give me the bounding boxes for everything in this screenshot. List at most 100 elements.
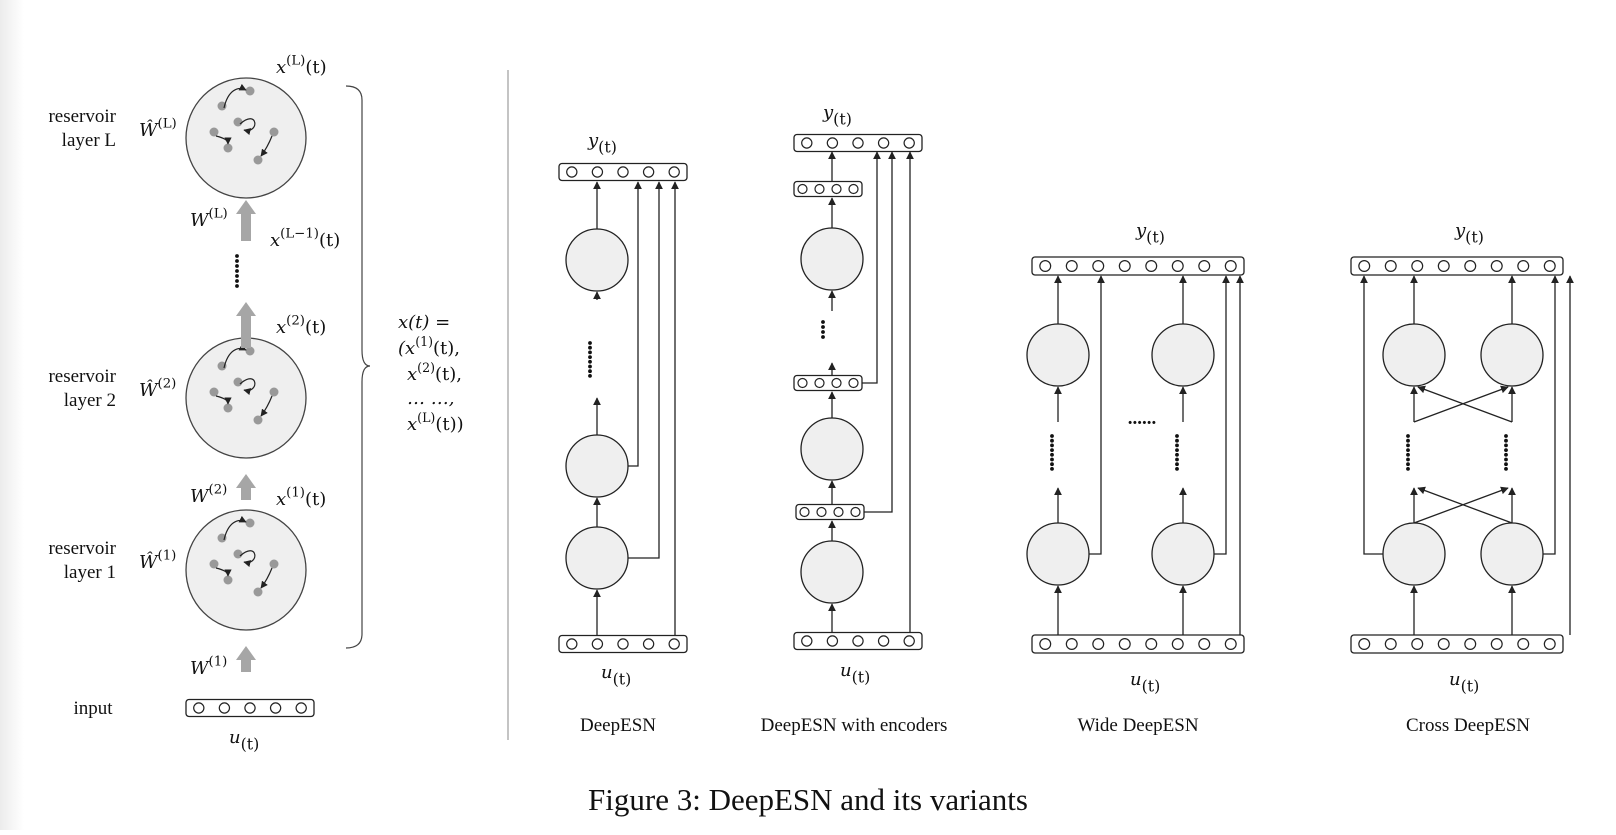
ellipsis-dot xyxy=(588,341,592,345)
neuron-dot xyxy=(253,415,263,425)
vector-box xyxy=(793,180,863,198)
ellipsis-dot xyxy=(1175,434,1179,438)
recurrent-weight-label: Ŵ(2) xyxy=(139,376,176,401)
skip-connection xyxy=(1360,275,1383,555)
neuron-dot xyxy=(223,575,233,585)
ellipsis-dot xyxy=(1406,457,1410,462)
recurrent-weight-label: Ŵ(L) xyxy=(139,116,177,141)
neuron-dot xyxy=(209,127,219,137)
ellipsis-dot xyxy=(1406,462,1410,467)
thick-arrow-shaft xyxy=(241,658,251,672)
vector-unit xyxy=(1411,637,1424,650)
cross-connection-arrow xyxy=(1417,486,1513,524)
neuron-dot xyxy=(217,361,227,371)
row-label: layer 1 xyxy=(64,562,116,583)
layer1-to-layer2-arrow xyxy=(236,474,256,500)
vector-unit xyxy=(1039,637,1052,650)
vector-unit xyxy=(826,137,839,149)
vector-unit xyxy=(1517,637,1530,650)
vector-unit xyxy=(1039,260,1052,273)
vector-unit xyxy=(848,183,859,195)
ellipsis-dot xyxy=(1504,452,1508,457)
ellipsis-dot xyxy=(821,320,825,324)
vector-unit xyxy=(826,635,839,647)
ellipsis-dot xyxy=(1406,443,1410,448)
vector-unit xyxy=(797,377,808,389)
ellipsis-dot xyxy=(1050,467,1054,471)
self-loop-arrow xyxy=(239,118,256,136)
output-symbol: y(t) xyxy=(1135,220,1165,247)
thick-arrow-head xyxy=(236,302,256,316)
thick-arrow-head xyxy=(236,200,256,214)
layer2-to-dots-arrow xyxy=(236,302,256,348)
vector-unit xyxy=(295,702,307,714)
ellipsis-dot xyxy=(1050,462,1054,467)
ellipsis-dot xyxy=(1504,457,1508,462)
vector-unit xyxy=(1490,260,1503,273)
vector-unit xyxy=(903,635,915,647)
skip-connection xyxy=(628,181,642,467)
layer-ellipsis xyxy=(1050,434,1054,471)
connection-arrow xyxy=(260,395,273,417)
reservoir-node xyxy=(1026,323,1090,387)
ellipsis-dot xyxy=(588,350,592,355)
vector-unit xyxy=(1384,260,1397,273)
ellipsis-dot xyxy=(1050,438,1054,443)
layer-ellipsis xyxy=(821,320,825,339)
reservoir-node xyxy=(1382,323,1446,387)
vector-unit xyxy=(1437,260,1450,273)
skip-connection xyxy=(628,181,663,559)
layer-ellipsis xyxy=(588,341,592,378)
page-shade xyxy=(0,0,24,830)
input-symbol: u(t) xyxy=(840,660,870,687)
state-label: x(1)(t) xyxy=(276,485,326,510)
vector-unit xyxy=(1411,260,1424,273)
vector-unit xyxy=(1171,260,1184,273)
input-weight-label: W(1) xyxy=(190,654,227,679)
vector-box xyxy=(1031,256,1245,276)
vector-unit xyxy=(814,377,825,389)
input-weight-label: W(2) xyxy=(190,482,227,507)
neuron-dot xyxy=(253,155,263,165)
thick-arrow-head xyxy=(236,474,256,488)
vector-unit xyxy=(1065,260,1078,273)
concat-line-1: x(t) = xyxy=(398,312,450,333)
ellipsis-dot xyxy=(588,364,592,369)
prev-state-label: x(L−1)(t) xyxy=(270,226,340,251)
vector-unit xyxy=(850,506,861,518)
vector-unit xyxy=(566,638,578,650)
neuron-dot xyxy=(209,559,219,569)
variant-title: Cross DeepESN xyxy=(1406,715,1530,736)
thick-arrow-shaft xyxy=(241,486,251,500)
input-symbol: u(t) xyxy=(1449,669,1479,696)
variant-title: Wide DeepESN xyxy=(1077,715,1198,736)
ellipsis-dot xyxy=(235,279,239,283)
ellipsis-dot xyxy=(235,274,239,278)
input-vector xyxy=(558,634,688,654)
neuron-dot xyxy=(269,127,279,137)
vector-unit xyxy=(814,183,825,195)
input-vector xyxy=(1350,634,1564,654)
vector-unit xyxy=(1384,637,1397,650)
vector-unit xyxy=(642,166,655,178)
ellipsis-dot xyxy=(588,359,592,364)
input-symbol: u(t) xyxy=(229,727,259,754)
vector-unit xyxy=(877,635,890,647)
reservoir-node xyxy=(565,434,629,498)
ellipsis-dot xyxy=(821,330,825,334)
neuron-dot xyxy=(233,549,243,559)
vector-unit xyxy=(642,638,655,650)
ellipsis-dot xyxy=(588,345,592,350)
ellipsis-dot xyxy=(1175,467,1179,471)
vector-unit xyxy=(591,638,604,650)
ellipsis-dot xyxy=(1406,448,1410,452)
neuron-dot xyxy=(209,387,219,397)
vector-unit xyxy=(801,137,813,149)
connection-arrow xyxy=(260,567,273,589)
vector-unit xyxy=(1198,637,1211,650)
vector-unit xyxy=(833,506,844,518)
vector-unit xyxy=(1092,260,1105,273)
